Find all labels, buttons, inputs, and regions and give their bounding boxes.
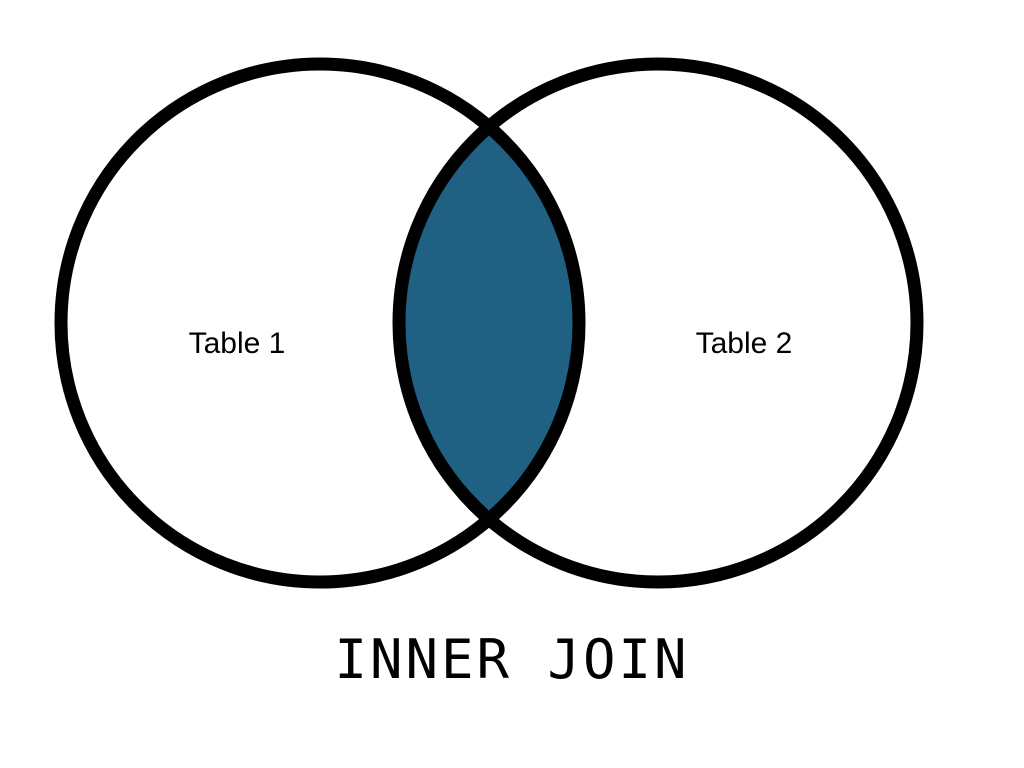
intersection-region <box>399 64 579 582</box>
table-2-label: Table 2 <box>696 327 793 360</box>
table-1-circle <box>54 57 586 589</box>
table-2-circle <box>392 57 924 589</box>
diagram-title: INNER JOIN <box>334 628 690 691</box>
table-1-label: Table 1 <box>189 327 286 360</box>
